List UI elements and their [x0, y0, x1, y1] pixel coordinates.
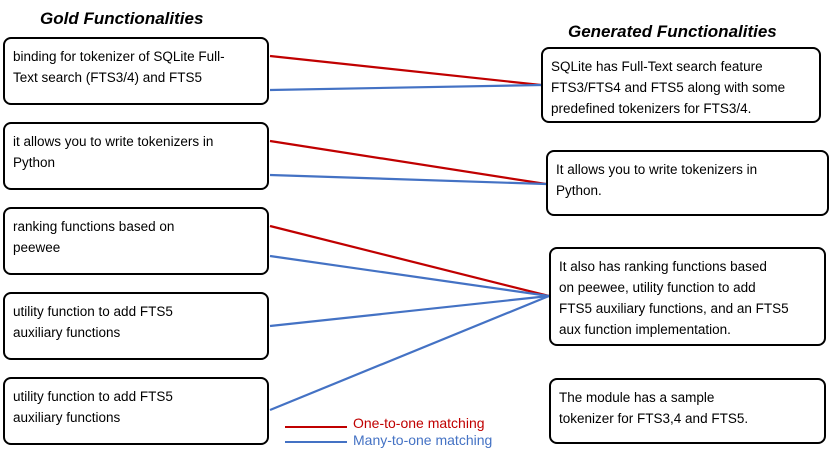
gold-item-4-line-1: utility function to add FTS5 — [13, 304, 173, 319]
generated-item-3-line-4: aux function implementation. — [559, 322, 731, 337]
gold-item-1-line-1: binding for tokenizer of SQLite Full- — [13, 49, 225, 64]
link-many-to-one-gold-4-to-generated-3 — [269, 294, 550, 328]
link-one-to-one-gold-3-to-generated-3 — [269, 224, 550, 298]
generated-item-4-line-2: tokenizer for FTS3,4 and FTS5. — [559, 411, 749, 426]
gold-item-5-line-1: utility function to add FTS5 — [13, 389, 173, 404]
link-many-to-one-gold-1-to-generated-1 — [269, 83, 542, 92]
gold-item-3-line-2: peewee — [13, 240, 61, 255]
gold-item-1: binding for tokenizer of SQLite Full- Te… — [3, 37, 269, 105]
link-many-to-one-gold-3-to-generated-3 — [269, 254, 550, 298]
legend-one-to-one-line — [285, 426, 347, 428]
generated-item-1-line-2: FTS3/FTS4 and FTS5 along with some — [551, 80, 786, 95]
generated-item-4: The module has a sample tokenizer for FT… — [549, 378, 826, 444]
generated-item-2-line-2: Python. — [556, 183, 602, 198]
gold-functionalities-heading: Gold Functionalities — [40, 9, 204, 28]
link-many-to-one-gold-2-to-generated-2 — [269, 173, 547, 186]
gold-item-4-line-2: auxiliary functions — [13, 325, 121, 340]
generated-item-3-line-1: It also has ranking functions based — [559, 259, 767, 274]
generated-item-2: It allows you to write tokenizers in Pyt… — [546, 150, 829, 216]
generated-item-3-line-2: on peewee, utility function to add — [559, 280, 756, 295]
gold-item-3: ranking functions based on peewee — [3, 207, 269, 275]
link-many-to-one-gold-5-to-generated-3 — [269, 294, 550, 412]
generated-functionalities-heading: Generated Functionalities — [568, 22, 777, 41]
gold-item-2: it allows you to write tokenizers in Pyt… — [3, 122, 269, 190]
gold-item-2-line-1: it allows you to write tokenizers in — [13, 134, 214, 149]
gold-item-5-line-2: auxiliary functions — [13, 410, 121, 425]
generated-item-2-line-1: It allows you to write tokenizers in — [556, 162, 758, 177]
legend-one-to-one-label: One-to-one matching — [353, 415, 485, 431]
link-one-to-one-gold-1-to-generated-1 — [269, 54, 542, 87]
legend-many-to-one-line — [285, 441, 347, 443]
generated-item-3: It also has ranking functions based on p… — [549, 247, 826, 346]
gold-item-5: utility function to add FTS5 auxiliary f… — [3, 377, 269, 445]
generated-item-1-line-1: SQLite has Full-Text search feature — [551, 59, 763, 74]
generated-item-3-line-3: FTS5 auxiliary functions, and an FTS5 — [559, 301, 789, 316]
generated-item-1: SQLite has Full-Text search feature FTS3… — [541, 47, 821, 123]
gold-item-3-line-1: ranking functions based on — [13, 219, 175, 234]
legend-many-to-one-label: Many-to-one matching — [353, 432, 493, 448]
gold-item-1-line-2: Text search (FTS3/4) and FTS5 — [13, 70, 203, 85]
generated-item-4-line-1: The module has a sample — [559, 390, 715, 405]
gold-item-2-line-2: Python — [13, 155, 56, 170]
gold-item-4: utility function to add FTS5 auxiliary f… — [3, 292, 269, 360]
generated-item-1-line-3: predefined tokenizers for FTS3/4. — [551, 101, 752, 116]
link-one-to-one-gold-2-to-generated-2 — [269, 139, 547, 186]
